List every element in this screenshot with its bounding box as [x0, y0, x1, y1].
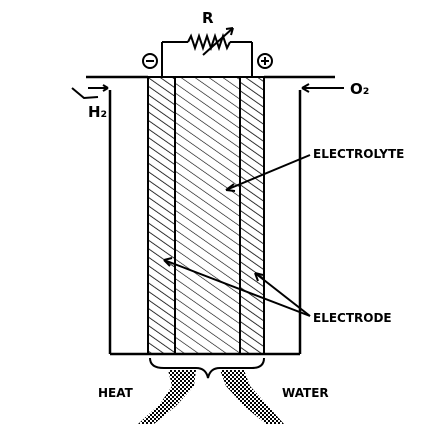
o2-inlet: [301, 83, 344, 93]
heat-outflow: [138, 370, 196, 424]
electrode-label: ELECTRODE: [313, 311, 392, 325]
electrode-pointer-right: [254, 272, 311, 317]
oxygen-label: O₂: [350, 80, 369, 98]
electrode-right: [239, 76, 265, 355]
positive-terminal: [257, 53, 273, 69]
electrode-pointer-left: [163, 257, 311, 317]
heat-label: HEAT: [98, 386, 134, 400]
resistor-zigzag: [187, 32, 231, 52]
external-circuit: [161, 41, 253, 77]
electrolyte-label: ELECTROLYTE: [313, 147, 404, 161]
resistor-label: R: [202, 9, 214, 27]
electrolyte-pointer: [225, 154, 311, 192]
h2-inlet: [71, 84, 109, 100]
output-brace: [149, 357, 265, 379]
water-label: WATER: [282, 386, 329, 400]
water-outflow: [220, 370, 284, 424]
electrolyte-layer: [174, 76, 241, 355]
variable-arrow-icon: [202, 27, 234, 56]
negative-terminal: [142, 53, 158, 69]
hydrogen-label: H₂: [88, 103, 107, 121]
electrode-left: [147, 76, 176, 355]
